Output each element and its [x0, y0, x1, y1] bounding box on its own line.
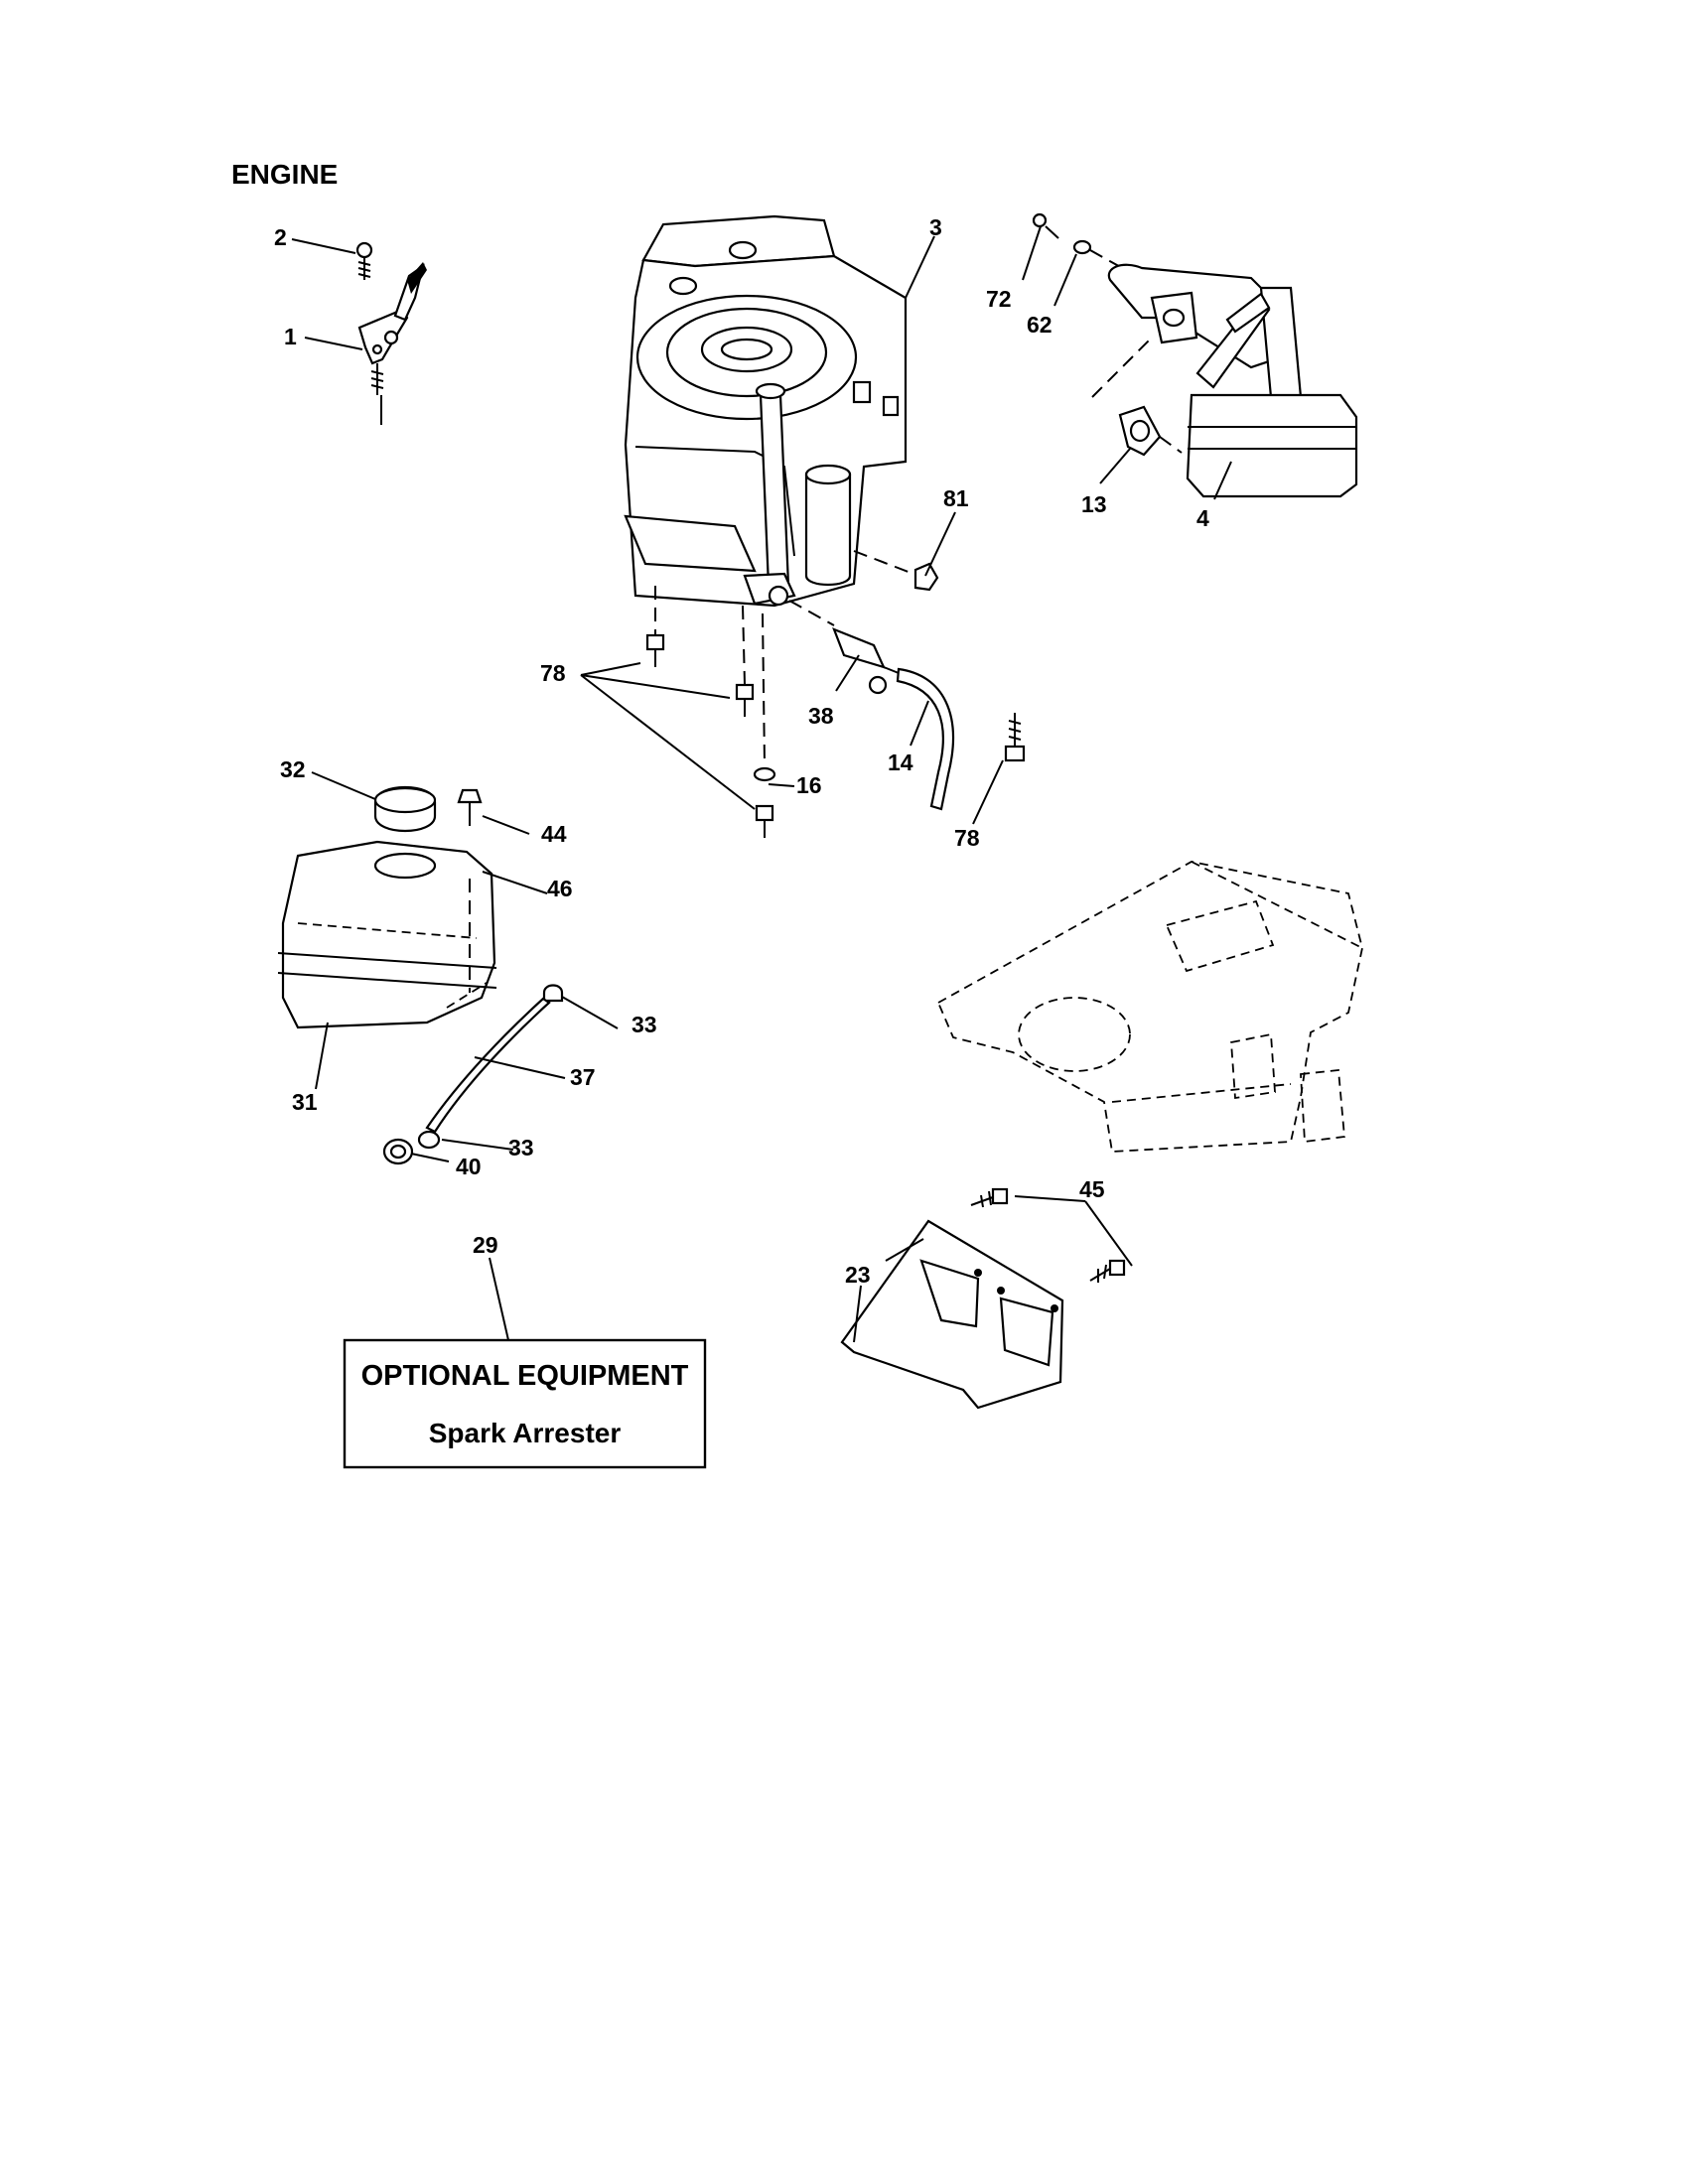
part-38-fuel-filter [832, 627, 900, 695]
part-14-fuel-hose [896, 667, 955, 811]
callout-37: 37 [570, 1064, 596, 1090]
muffler-assembly [1032, 212, 1358, 498]
optional-equipment-box [343, 1338, 707, 1469]
page-title: ENGINE [231, 159, 339, 190]
callout-62: 62 [1027, 312, 1052, 338]
callout-44: 44 [541, 821, 567, 847]
callout-29: 29 [473, 1232, 498, 1258]
part-33-clamp-top [542, 984, 564, 1003]
part-1-throttle-bracket [357, 262, 427, 425]
part-40-grommet [382, 1138, 414, 1165]
callout-81: 81 [943, 485, 969, 511]
part-78-bolt-a [645, 633, 665, 667]
callout-4: 4 [1196, 505, 1209, 531]
callout-13: 13 [1081, 491, 1107, 517]
part-44-bolt [457, 788, 483, 826]
leader-lines [291, 225, 1232, 1343]
callout-78-right: 78 [954, 825, 980, 851]
mounting-bolts [580, 586, 1026, 838]
part-81-nut [853, 550, 939, 592]
callout-38: 38 [808, 703, 834, 729]
callout-45: 45 [1079, 1176, 1105, 1202]
part-78-bolt-right [1004, 713, 1026, 762]
throttle-control-assembly [355, 241, 427, 425]
part-13-gasket [1118, 405, 1162, 457]
callout-2: 2 [274, 224, 287, 250]
part-31-fuel-tank [277, 840, 497, 1029]
part-2-screw [355, 241, 373, 280]
callout-33-top: 33 [632, 1012, 657, 1037]
part-16-washer [753, 766, 776, 782]
fuel-line-assembly [788, 600, 955, 811]
callout-1: 1 [284, 324, 297, 349]
callout-72: 72 [986, 286, 1012, 312]
spark-arrester-label: Spark Arrester [428, 1418, 622, 1448]
part-33-clamp-bottom [417, 1130, 441, 1150]
callout-3: 3 [929, 214, 942, 240]
callout-33-bottom: 33 [508, 1135, 534, 1160]
heat-shield-assembly [840, 1187, 1126, 1410]
callout-16: 16 [796, 772, 822, 798]
part-3-engine [624, 214, 908, 608]
part-4-muffler [1186, 292, 1358, 498]
part-78-bolt-b [735, 683, 755, 717]
tractor-frame-reference [936, 861, 1363, 1153]
callout-labels: 2 1 3 72 62 13 4 81 78 38 14 16 78 32 44… [274, 214, 1209, 1288]
part-32-fuel-cap [373, 785, 437, 833]
part-45-bolt-top [970, 1187, 1009, 1208]
callout-14: 14 [888, 750, 913, 775]
callout-78-left: 78 [540, 660, 566, 686]
fuel-tank-assembly [277, 785, 564, 1165]
part-62-washer [1072, 239, 1092, 255]
part-23-heat-shield [840, 1219, 1064, 1410]
part-37-fuel-line [425, 997, 551, 1134]
callout-31: 31 [292, 1089, 318, 1115]
callout-23: 23 [845, 1262, 871, 1288]
part-78-bolt-c [755, 804, 774, 838]
part-45-bolt-right [1089, 1259, 1126, 1283]
callout-32: 32 [280, 756, 306, 782]
callout-40: 40 [456, 1154, 482, 1179]
callout-46: 46 [547, 876, 573, 901]
optional-equipment-heading: OPTIONAL EQUIPMENT [360, 1360, 689, 1392]
